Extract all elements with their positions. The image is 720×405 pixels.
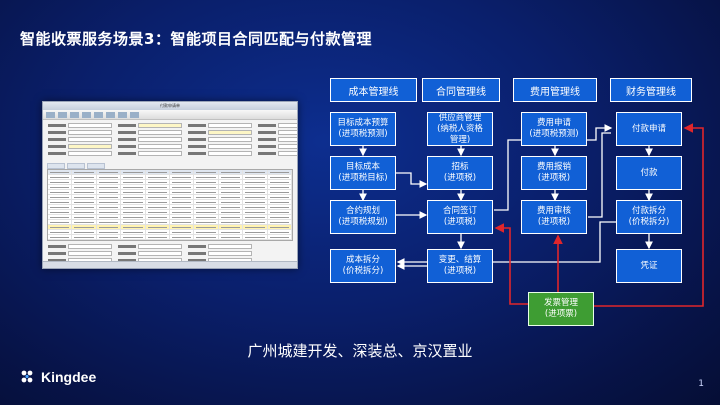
box-payment-apply: 付款申请 bbox=[616, 112, 682, 146]
arrow-target-to-bidding bbox=[396, 172, 428, 188]
screenshot-titlebar: 付款申请单 bbox=[43, 102, 297, 110]
screenshot-form bbox=[43, 120, 297, 161]
box-expense-apply: 费用申请 (进项税预测) bbox=[521, 112, 587, 146]
header-finance-line: 财务管理线 bbox=[610, 78, 692, 102]
box-supplier-mgmt: 供应商管理 (纳税人资格 管理) bbox=[427, 112, 493, 146]
box-invoice-mgmt: 发票管理 (进项票) bbox=[528, 292, 594, 326]
box-target-cost-budget: 目标成本预算 (进项税预测) bbox=[330, 112, 396, 146]
slide-title: 智能收票服务场景3：智能项目合同匹配与付款管理 bbox=[20, 30, 372, 48]
screenshot-toolbar bbox=[43, 110, 297, 120]
box-target-cost: 目标成本 (进项税目标) bbox=[330, 156, 396, 190]
box-change-settle: 变更、结算 (进项税) bbox=[427, 249, 493, 283]
header-expense-line: 费用管理线 bbox=[513, 78, 597, 102]
erp-screenshot: 付款申请单 bbox=[42, 101, 298, 269]
slide-subtitle: 广州城建开发、深装总、京汉置业 bbox=[247, 342, 473, 360]
screenshot-bottom-form bbox=[48, 244, 292, 263]
header-cost-line: 成本管理线 bbox=[330, 78, 417, 102]
header-contract-line: 合同管理线 bbox=[422, 78, 500, 102]
box-cost-split: 成本拆分 (价税拆分) bbox=[330, 249, 396, 283]
kingdee-logo-icon bbox=[21, 370, 33, 383]
box-contract-plan: 合约规划 (进项税规划) bbox=[330, 200, 396, 234]
box-bidding: 招标 (进项税) bbox=[427, 156, 493, 190]
box-expense-claim: 费用报销 (进项税) bbox=[521, 156, 587, 190]
box-expense-review: 费用审核 (进项税) bbox=[521, 200, 587, 234]
page-number: 1 bbox=[698, 379, 704, 389]
screenshot-grid bbox=[47, 169, 293, 241]
screenshot-tabs bbox=[47, 163, 293, 169]
box-payment: 付款 bbox=[616, 156, 682, 190]
kingdee-logo: Kingdee bbox=[18, 368, 96, 386]
screenshot-statusbar bbox=[43, 261, 297, 268]
kingdee-logo-text: Kingdee bbox=[41, 369, 97, 385]
box-contract-sign: 合同签订 (进项税) bbox=[427, 200, 493, 234]
arrow-review-to-payment bbox=[588, 132, 611, 218]
box-voucher: 凭证 bbox=[616, 249, 682, 283]
box-payment-split: 付款拆分 (价税拆分) bbox=[616, 200, 682, 234]
arrow-invoice-to-sign bbox=[494, 223, 528, 305]
